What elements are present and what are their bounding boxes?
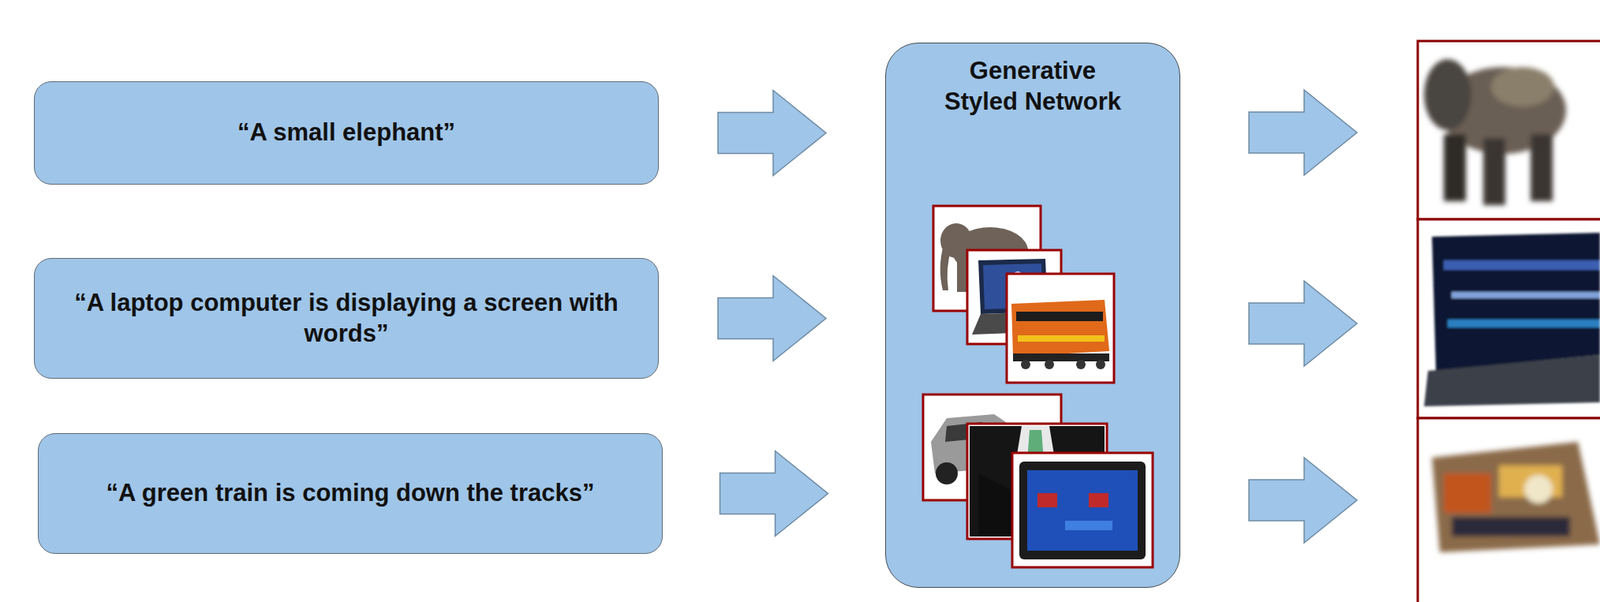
caption-text: “A small elephant” — [237, 117, 456, 149]
generated-images — [1417, 41, 1600, 602]
block-arrow — [720, 451, 829, 537]
output-arrows — [1248, 89, 1358, 543]
network-box: Generative Styled Network — [885, 42, 1181, 588]
caption-text: “A laptop computer is displaying a scree… — [70, 287, 623, 350]
block-arrow — [717, 90, 827, 176]
network-title: Generative Styled Network — [942, 56, 1124, 118]
block-arrow — [717, 276, 827, 362]
caption-text: “A green train is coming down the tracks… — [106, 478, 595, 509]
caption-box: “A green train is coming down the tracks… — [37, 433, 663, 554]
caption-box: “A laptop computer is displaying a scree… — [33, 257, 659, 379]
caption-box: “A small elephant” — [33, 81, 659, 185]
style-images-stack — [923, 394, 1153, 568]
training-images-stack — [933, 205, 1115, 383]
